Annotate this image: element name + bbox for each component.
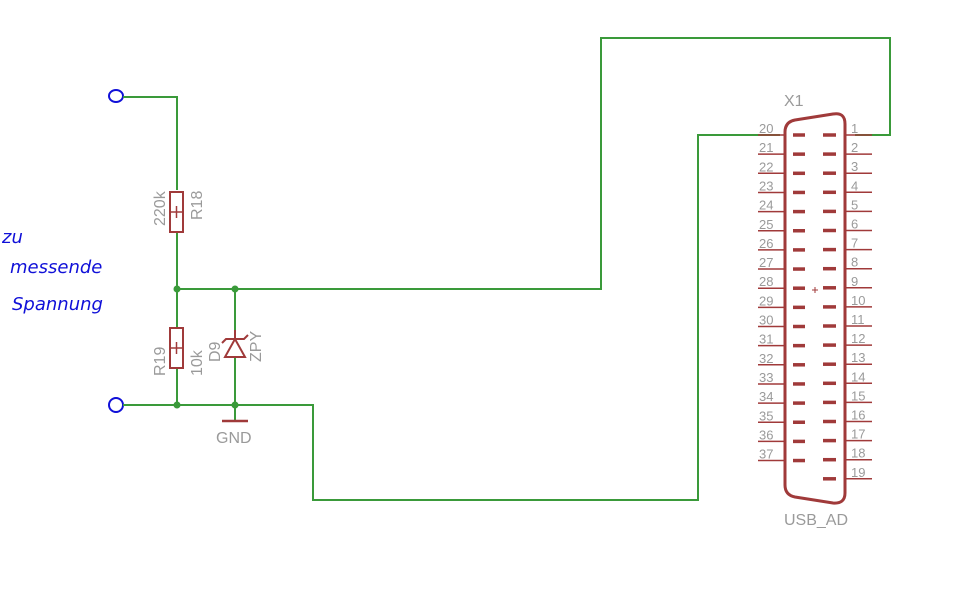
x1-name-label: X1 — [784, 93, 804, 110]
r19-name-label: R19 — [152, 347, 169, 376]
pin-label-5: 5 — [851, 197, 858, 212]
pin-label-23: 23 — [759, 178, 773, 193]
pin-label-16: 16 — [851, 408, 865, 423]
pin-label-2: 2 — [851, 140, 858, 155]
pin-label-21: 21 — [759, 140, 773, 155]
resistor-r18[interactable]: 220k R18 — [152, 190, 206, 233]
junction-dot — [231, 401, 239, 409]
pin-label-8: 8 — [851, 255, 858, 270]
connector-center-mark — [812, 287, 818, 293]
connector-x1[interactable]: X1 202122232425262728293031323334353637 … — [758, 93, 872, 529]
connector-shell — [783, 112, 847, 505]
pin-label-20: 20 — [759, 121, 773, 136]
junction-dot — [173, 285, 181, 293]
pin-label-32: 32 — [759, 351, 773, 366]
pin-label-13: 13 — [851, 350, 865, 365]
junction-dot — [173, 401, 181, 409]
pin-label-15: 15 — [851, 388, 865, 403]
ground-symbol[interactable]: GND — [216, 419, 252, 447]
resistor-r19[interactable]: R19 10k — [152, 327, 206, 376]
pin-label-1: 1 — [851, 121, 858, 136]
pin-label-34: 34 — [759, 389, 773, 404]
pin-label-17: 17 — [851, 427, 865, 442]
junction-dot — [231, 285, 239, 293]
pin-label-14: 14 — [851, 369, 865, 384]
r19-value-label: 10k — [189, 349, 206, 376]
pin-label-24: 24 — [759, 198, 773, 213]
x1-value-label: USB_AD — [784, 512, 848, 529]
pin-label-28: 28 — [759, 274, 773, 289]
pin-label-26: 26 — [759, 236, 773, 251]
pin-label-30: 30 — [759, 313, 773, 328]
pin-label-4: 4 — [851, 178, 858, 193]
d9-name-label: D9 — [207, 341, 224, 362]
pin-label-3: 3 — [851, 159, 858, 174]
pin-label-36: 36 — [759, 427, 773, 442]
handwritten-annotation: zu messende Spannung — [1, 227, 103, 315]
wires — [123, 37, 891, 501]
pin-label-29: 29 — [759, 293, 773, 308]
gnd-label: GND — [216, 430, 252, 447]
wire-measure-to-pin9 — [177, 37, 891, 290]
pin-label-9: 9 — [851, 274, 858, 289]
pin-label-18: 18 — [851, 446, 865, 461]
pin-label-19: 19 — [851, 465, 865, 480]
pin-label-25: 25 — [759, 217, 773, 232]
pin-label-27: 27 — [759, 255, 773, 270]
zener-diode-d9[interactable]: D9 ZPY — [207, 330, 265, 362]
connector-left-pins: 20 21 22 23 24 25 26 27 28 29 30 31 32 33 34 35 36 37 — [758, 121, 805, 463]
r18-value-label: 220k — [152, 190, 169, 226]
r18-name-label: R18 — [189, 191, 206, 220]
pin-label-7: 7 — [851, 236, 858, 251]
pin-label-11: 11 — [851, 312, 865, 327]
pin-label-33: 33 — [759, 370, 773, 385]
pin-label-37: 37 — [759, 447, 773, 462]
d9-value-label: ZPY — [248, 331, 265, 362]
pin-label-12: 12 — [851, 331, 865, 346]
annotation-line-2: messende — [10, 257, 102, 278]
input-terminal-bottom[interactable] — [108, 397, 124, 413]
pin-label-10: 10 — [851, 293, 865, 308]
annotation-line-3: Spannung — [12, 294, 103, 315]
annotation-line-1: zu — [1, 227, 23, 248]
wire-input-to-r18 — [123, 96, 178, 190]
pin-label-31: 31 — [759, 332, 773, 347]
pin-label-6: 6 — [851, 217, 858, 232]
input-terminal-top[interactable] — [108, 89, 124, 103]
wire-ground-bus — [123, 134, 780, 501]
pin-label-35: 35 — [759, 408, 773, 423]
pin-label-22: 22 — [759, 159, 773, 174]
